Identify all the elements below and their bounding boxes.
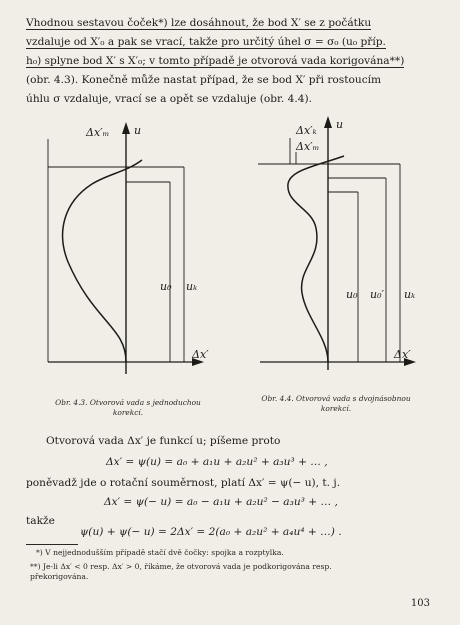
caption-4-4-line-1: Obr. 4.4. Otvorová vada s dvojnásobnou — [261, 394, 411, 403]
figure-4-4-diagram: Δx′ₖ Δx′ₘ u u₀ u₀′ uₖ Δx′ — [258, 116, 416, 370]
body-symmetry: poněvadž jde o rotační souměrnost, platí… — [26, 477, 341, 489]
u-axis-arrow — [324, 116, 332, 128]
dx-axis-arrow — [404, 358, 416, 366]
label-dx-k: Δx′ₖ — [295, 124, 317, 137]
label-u0: u₀ — [160, 280, 172, 293]
label-dx-axis: Δx′ — [191, 348, 209, 361]
paragraph-line-4: (obr. 4.3). Konečně může nastat případ, … — [26, 74, 382, 86]
label-uk: uₖ — [186, 280, 197, 293]
label-dx-axis: Δx′ — [393, 348, 411, 361]
footnote-1: *) V nejjednodušším případě stačí dvě čo… — [36, 548, 284, 557]
footnote-rule — [26, 544, 78, 545]
paragraph-line-2: vzdaluje od X′₀ a pak se vrací, takže pr… — [26, 36, 386, 49]
label-u0-prime: u₀′ — [370, 288, 384, 301]
paragraph-line-1: Vhodnou sestavou čoček*) lze dosáhnout, … — [26, 17, 372, 30]
aberration-curve — [61, 159, 143, 363]
figure-4-3: Δx′ₘ u u₀ uₖ Δx′ — [34, 112, 224, 382]
figure-4-4: Δx′ₖ Δx′ₘ u u₀ u₀′ uₖ Δx′ — [246, 108, 436, 378]
caption-4-4: Obr. 4.4. Otvorová vada s dvojnásobnou k… — [236, 394, 436, 414]
figure-4-3-diagram: Δx′ₘ u u₀ uₖ Δx′ — [47, 122, 209, 374]
label-u-axis: u — [134, 124, 141, 137]
label-u0: u₀ — [346, 288, 358, 301]
label-dx-m: Δx′ₘ — [85, 126, 109, 139]
footnote-2-line-2: překorigována. — [30, 572, 89, 581]
body-takze: takže — [26, 515, 55, 527]
equation-1: Δx′ = ψ(u) = a₀ + a₁u + a₂u² + a₃u³ + … … — [106, 456, 328, 468]
paragraph-line-5: úhlu σ vzdaluje, vrací se a opět se vzda… — [26, 93, 312, 105]
footnote-2: **) Je-li Δx′ < 0 resp. Δx′ > 0, říkáme,… — [30, 562, 440, 582]
caption-4-3-line-1: Obr. 4.3. Otvorová vada s jednoduchou — [55, 398, 201, 407]
aberration-curve — [287, 155, 345, 363]
u-axis-arrow — [122, 122, 130, 134]
caption-4-3: Obr. 4.3. Otvorová vada s jednoduchou ko… — [30, 398, 226, 418]
page-number: 103 — [410, 598, 430, 609]
dx-axis-arrow — [192, 358, 204, 366]
caption-4-4-line-2: korekcí. — [320, 404, 352, 413]
footnote-2-line-1: **) Je-li Δx′ < 0 resp. Δx′ > 0, říkáme,… — [30, 562, 332, 571]
equation-2: Δx′ = ψ(− u) = a₀ − a₁u + a₂u² − a₃u³ + … — [104, 496, 338, 508]
label-dx-m: Δx′ₘ — [295, 140, 319, 153]
paragraph-line-3: h₀) splyne bod X′ s X′₀; v tomto případě… — [26, 55, 405, 68]
equation-3: ψ(u) + ψ(− u) = 2Δx′ = 2(a₀ + a₂u² + a₄u… — [80, 526, 342, 538]
body-intro: Otvorová vada Δx′ je funkcí u; píšeme pr… — [46, 435, 281, 447]
label-uk: uₖ — [404, 288, 415, 301]
label-u-axis: u — [336, 118, 343, 131]
caption-4-3-line-2: korekcí. — [112, 408, 144, 417]
intro-paragraph: Vhodnou sestavou čoček*) lze dosáhnout, … — [26, 14, 436, 109]
